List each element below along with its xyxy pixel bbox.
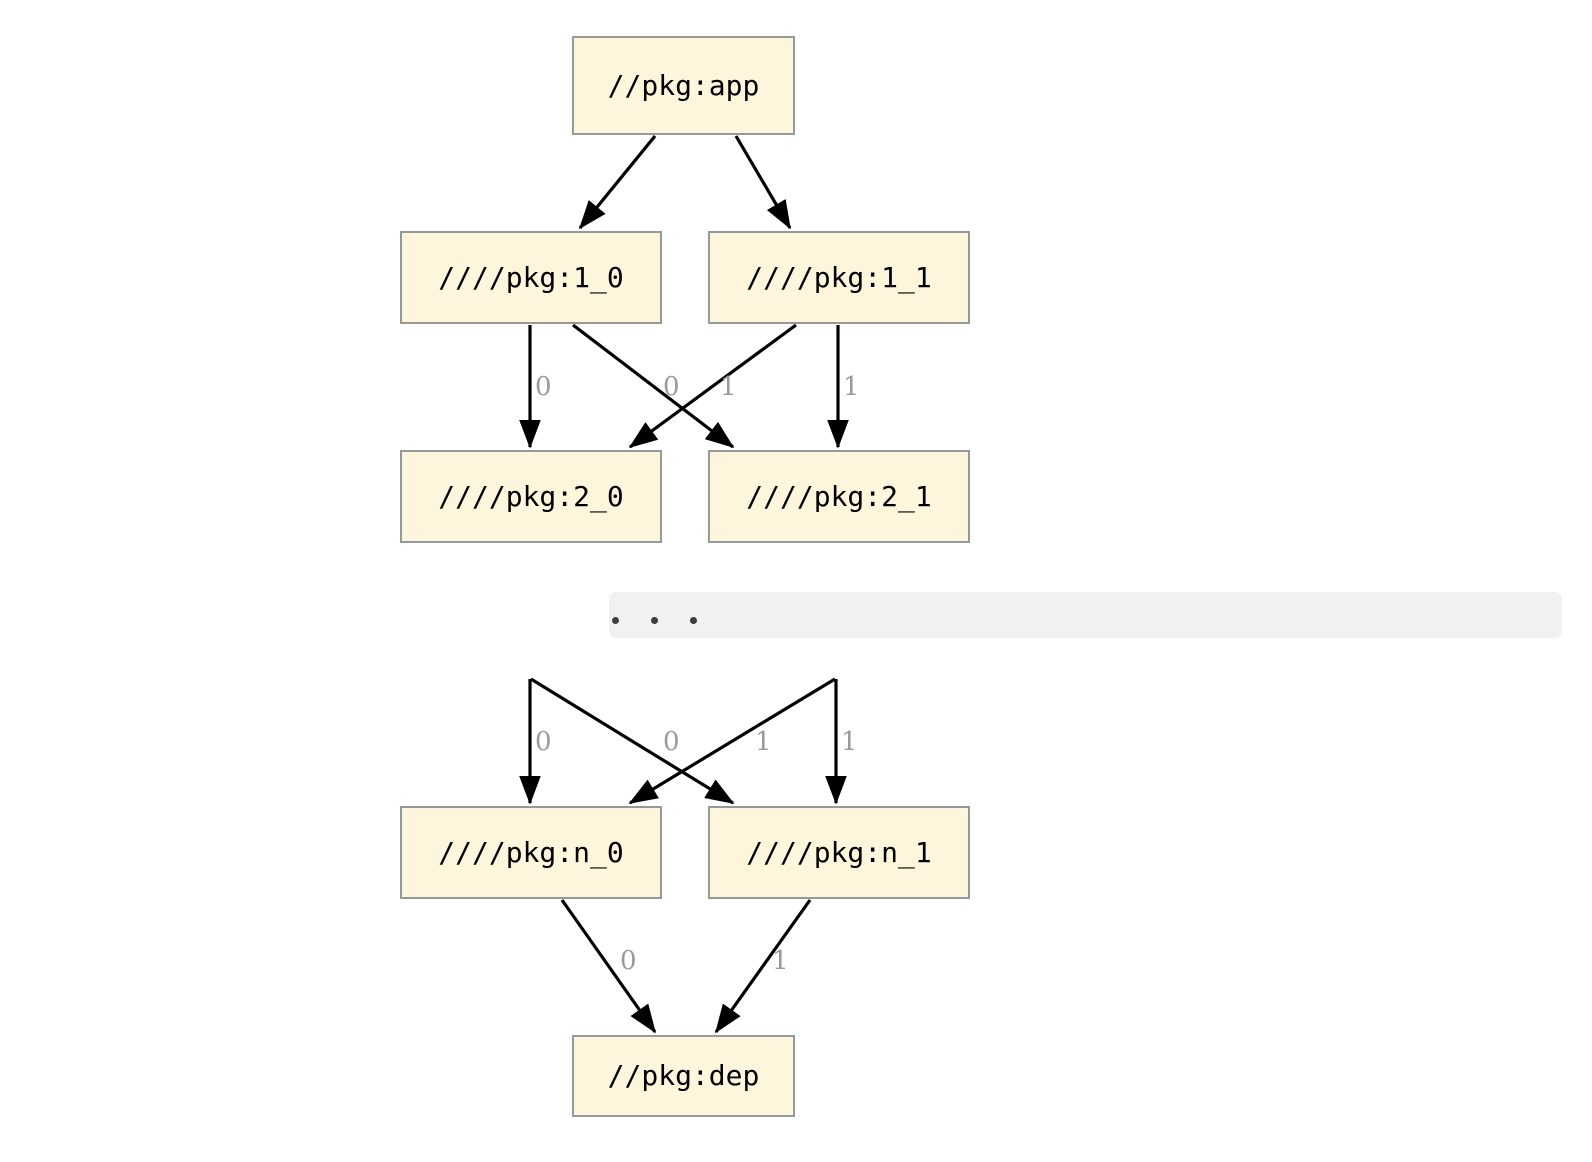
node-n2_1[interactable]: ////pkg:2_1 [708, 450, 970, 543]
node-dep[interactable]: //pkg:dep [572, 1035, 795, 1117]
ellipsis-band [609, 592, 1562, 638]
edge-label: 1 [720, 372, 737, 402]
node-nn_1[interactable]: ////pkg:n_1 [708, 806, 970, 899]
node-n1_0[interactable]: ////pkg:1_0 [400, 231, 662, 324]
edge-arrow [560, 899, 657, 1034]
edge-arrow [530, 677, 735, 805]
node-n2_0[interactable]: ////pkg:2_0 [400, 450, 662, 543]
node-label: //pkg:dep [607, 1059, 760, 1092]
edge-label: 1 [772, 946, 789, 976]
node-label: ////pkg:n_0 [438, 835, 624, 869]
edge-arrow [628, 323, 797, 449]
edge-arrow [628, 677, 836, 805]
ellipsis-dots [612, 617, 729, 624]
edge-arrow [578, 134, 657, 230]
node-label: ////pkg:n_1 [746, 835, 932, 869]
edge-label: 1 [841, 727, 858, 757]
edge-arrow [572, 323, 735, 449]
edge-label: 0 [663, 372, 680, 402]
node-label: ////pkg:1_0 [438, 260, 624, 294]
node-label: ////pkg:2_0 [438, 479, 624, 513]
node-n1_1[interactable]: ////pkg:1_1 [708, 231, 970, 324]
edge-label: 0 [663, 727, 680, 757]
edge-label: 0 [535, 372, 552, 402]
node-label: //pkg:app [607, 68, 760, 102]
edge-arrow [714, 899, 812, 1034]
edge-label: 0 [535, 727, 552, 757]
edge-label: 1 [755, 727, 772, 757]
ellipsis-dot [612, 617, 619, 624]
node-label: ////pkg:1_1 [746, 260, 932, 294]
ellipsis-dot [651, 617, 658, 624]
node-app[interactable]: //pkg:app [572, 36, 795, 135]
node-nn_0[interactable]: ////pkg:n_0 [400, 806, 662, 899]
ellipsis-dot [690, 617, 697, 624]
edge-label: 1 [843, 372, 860, 402]
edge-arrow [734, 135, 792, 230]
node-label: ////pkg:2_1 [746, 479, 932, 513]
edge-label: 0 [620, 946, 637, 976]
